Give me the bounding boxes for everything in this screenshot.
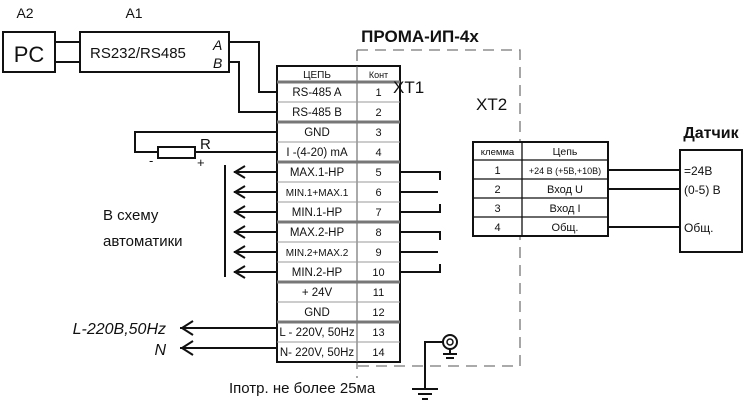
automation-label-1: В схему — [103, 207, 159, 224]
xt1-pin: 7 — [375, 207, 381, 219]
pc-block — [2, 31, 56, 73]
xt1-pin: 13 — [372, 327, 384, 339]
xt1-circuit: MAX.1-HP — [290, 167, 345, 179]
xt1-frame — [276, 65, 401, 363]
relay-contact-max — [400, 231, 441, 240]
xt1-pin: 3 — [375, 127, 381, 139]
arrow-left-icon — [233, 225, 246, 239]
xt1-pin: 11 — [373, 287, 384, 299]
xt1-circuit: + 24V — [302, 287, 333, 299]
resistor-symbol — [157, 146, 196, 159]
xt1-circuit: L - 220V, 50Hz — [279, 327, 354, 339]
xt2-header-pin: клемма — [481, 147, 515, 158]
xt1-pin: 5 — [375, 167, 381, 179]
resistor-label: R — [200, 136, 211, 153]
arrow-left-icon — [233, 245, 246, 259]
xt1-circuit: GND — [304, 127, 330, 139]
resistor-minus: - — [149, 153, 153, 168]
xt1-circuit: I -(4-20) mA — [286, 147, 348, 159]
xt1-pin: 2 — [375, 107, 381, 119]
arrow-left-icon — [233, 265, 246, 279]
relay-contact-min — [400, 264, 441, 273]
xt1-circuit: MIN.2+MAX.2 — [286, 248, 349, 259]
converter-label: RS232/RS485 — [90, 45, 186, 62]
sensor-title: Датчик — [683, 125, 739, 142]
xt1-circuit: N- 220V, 50Hz — [280, 347, 355, 359]
xt2-pin: 3 — [494, 203, 500, 215]
xt1-pin: 9 — [375, 247, 381, 259]
rs485-b-wire — [229, 61, 277, 113]
consumption-note: Iпотр. не более 25ма — [229, 380, 376, 397]
sensor-block — [679, 149, 743, 253]
rs485-a-wire — [229, 41, 277, 93]
relay-contact-min — [400, 204, 441, 213]
xt2-header-circuit: Цепь — [553, 146, 578, 158]
arrow-left-icon — [233, 185, 246, 199]
xt1-pin: 10 — [372, 267, 384, 279]
xt1-pin: 6 — [375, 187, 381, 199]
xt1-circuit: RS-485 B — [292, 107, 342, 119]
xt1-pin: 12 — [372, 307, 384, 319]
arrow-left-icon — [233, 165, 246, 179]
line-label: L-220В,50Hz — [73, 321, 166, 338]
neutral-label: N — [154, 342, 166, 359]
device-enclosure — [357, 49, 521, 367]
relay-contacts — [400, 171, 441, 273]
automation-label-2: автоматики — [103, 233, 183, 250]
xt2-pin: 2 — [494, 184, 500, 196]
xt1-header-pin: Конт — [369, 70, 388, 80]
line-arrow-icon — [180, 320, 194, 336]
xt2-circuit: +24 В (+5В,+10В) — [529, 166, 601, 176]
xt1-circuit: MIN.1+MAX.1 — [286, 188, 349, 199]
ground-terminal-icon — [442, 334, 458, 350]
xt1-pin: 8 — [375, 227, 381, 239]
pc-ref: A2 — [16, 5, 33, 21]
xt1-label: XT1 — [393, 78, 424, 97]
xt2-pin: 1 — [494, 165, 500, 177]
converter-pin-b: B — [213, 55, 222, 71]
xt1-circuit: RS-485 A — [292, 87, 342, 99]
ground-terminal-inner — [446, 338, 454, 346]
xt2-frame — [472, 141, 609, 237]
resistor-plus: + — [197, 155, 205, 170]
relay-contact-max — [400, 171, 441, 180]
converter-block — [79, 31, 230, 73]
xt1-header-circuit: ЦЕПЬ — [303, 70, 331, 81]
sensor-terminal-2: (0-5) В — [684, 183, 721, 197]
xt1-pin: 4 — [375, 147, 381, 159]
sensor-terminal-1: =24В — [684, 164, 712, 178]
neutral-arrow-icon — [180, 340, 194, 356]
gnd-wire — [134, 131, 277, 153]
xt1-pin: 1 — [375, 87, 381, 99]
converter-ref: A1 — [125, 5, 142, 21]
pc-label: PC — [14, 42, 45, 67]
xt2-circuit: Вход U — [547, 184, 583, 196]
xt2-pin: 4 — [494, 222, 500, 234]
converter-pin-a: A — [212, 37, 222, 53]
xt1-pin: 14 — [372, 347, 384, 359]
xt2-label: XT2 — [476, 95, 507, 114]
xt1-circuit: MIN.2-HP — [292, 267, 343, 279]
xt1-circuit: MAX.2-HP — [290, 227, 345, 239]
xt2-circuit: Вход I — [550, 203, 581, 215]
arrow-left-icon — [233, 205, 246, 219]
xt2-terminal-table: клемма Цепь 1 +24 В (+5В,+10В) 2 Вход U 3 Вход … — [472, 141, 609, 237]
xt1-circuit: GND — [304, 307, 330, 319]
ground-wire — [424, 341, 443, 389]
xt2-circuit: Общ. — [552, 222, 579, 234]
device-title: ПРОМА-ИП-4х — [361, 27, 479, 46]
xt1-circuit: MIN.1-HP — [292, 207, 343, 219]
sensor-terminal-3: Общ. — [684, 221, 713, 235]
